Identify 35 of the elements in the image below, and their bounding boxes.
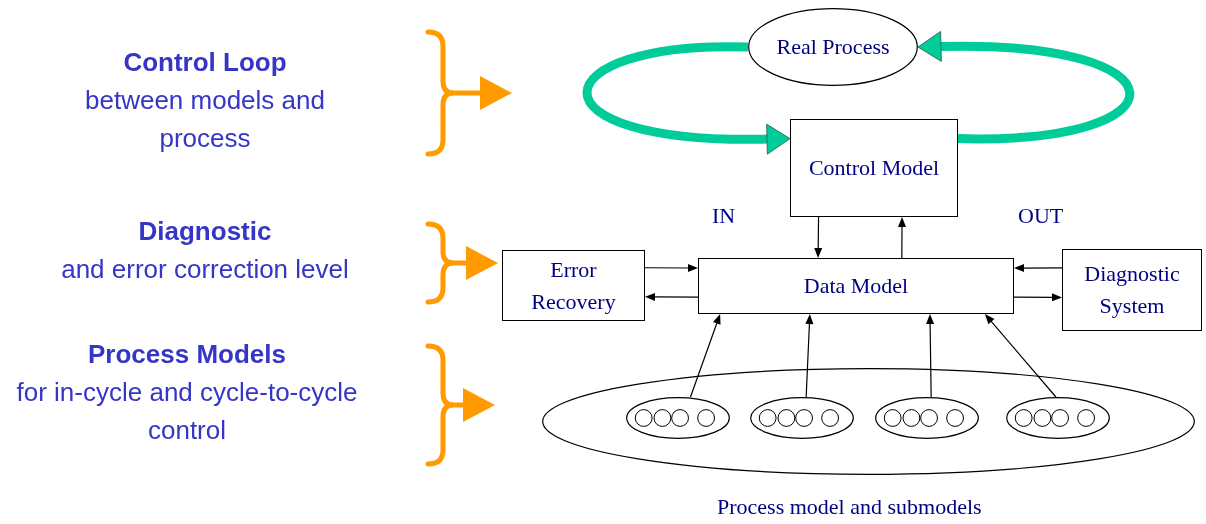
ellipse-node <box>748 8 918 86</box>
arrow <box>814 216 823 258</box>
level-label: IN <box>712 203 736 229</box>
arrow <box>644 264 698 272</box>
process-box <box>790 119 958 217</box>
level-description: for in-cycle and cycle-to-cycle control <box>15 376 359 447</box>
node-label: Process model and submodels <box>717 494 982 520</box>
level-label: OUT <box>1018 203 1064 229</box>
process-box <box>698 258 1014 314</box>
curved-arrow <box>917 31 1134 144</box>
process-box <box>1062 249 1202 331</box>
arrow <box>805 314 814 398</box>
node-label: Error Recovery <box>530 255 617 316</box>
arrow <box>926 314 935 398</box>
arrow <box>1013 293 1062 302</box>
node-label: Data Model <box>802 272 910 300</box>
arrow <box>1014 264 1063 273</box>
ellipse-node <box>626 397 730 439</box>
level-description: and error correction level <box>60 253 350 286</box>
level-heading: Process Models <box>87 338 287 371</box>
arrow <box>645 292 699 301</box>
ellipse-node <box>875 397 979 439</box>
level-heading: Diagnostic <box>137 215 273 248</box>
arrow <box>898 217 906 259</box>
node-label: Diagnostic System <box>1083 260 1181 320</box>
node-label: Real Process <box>775 33 891 61</box>
process-box <box>502 250 645 321</box>
level-heading: Control Loop <box>122 46 288 79</box>
node-label: Control Model <box>807 154 941 182</box>
arrow <box>689 314 721 398</box>
level-description: between models and process <box>84 84 326 155</box>
ellipse-node <box>1006 397 1110 439</box>
ellipse-node <box>750 397 854 439</box>
curved-arrow <box>582 42 791 155</box>
arrow <box>984 314 1057 398</box>
